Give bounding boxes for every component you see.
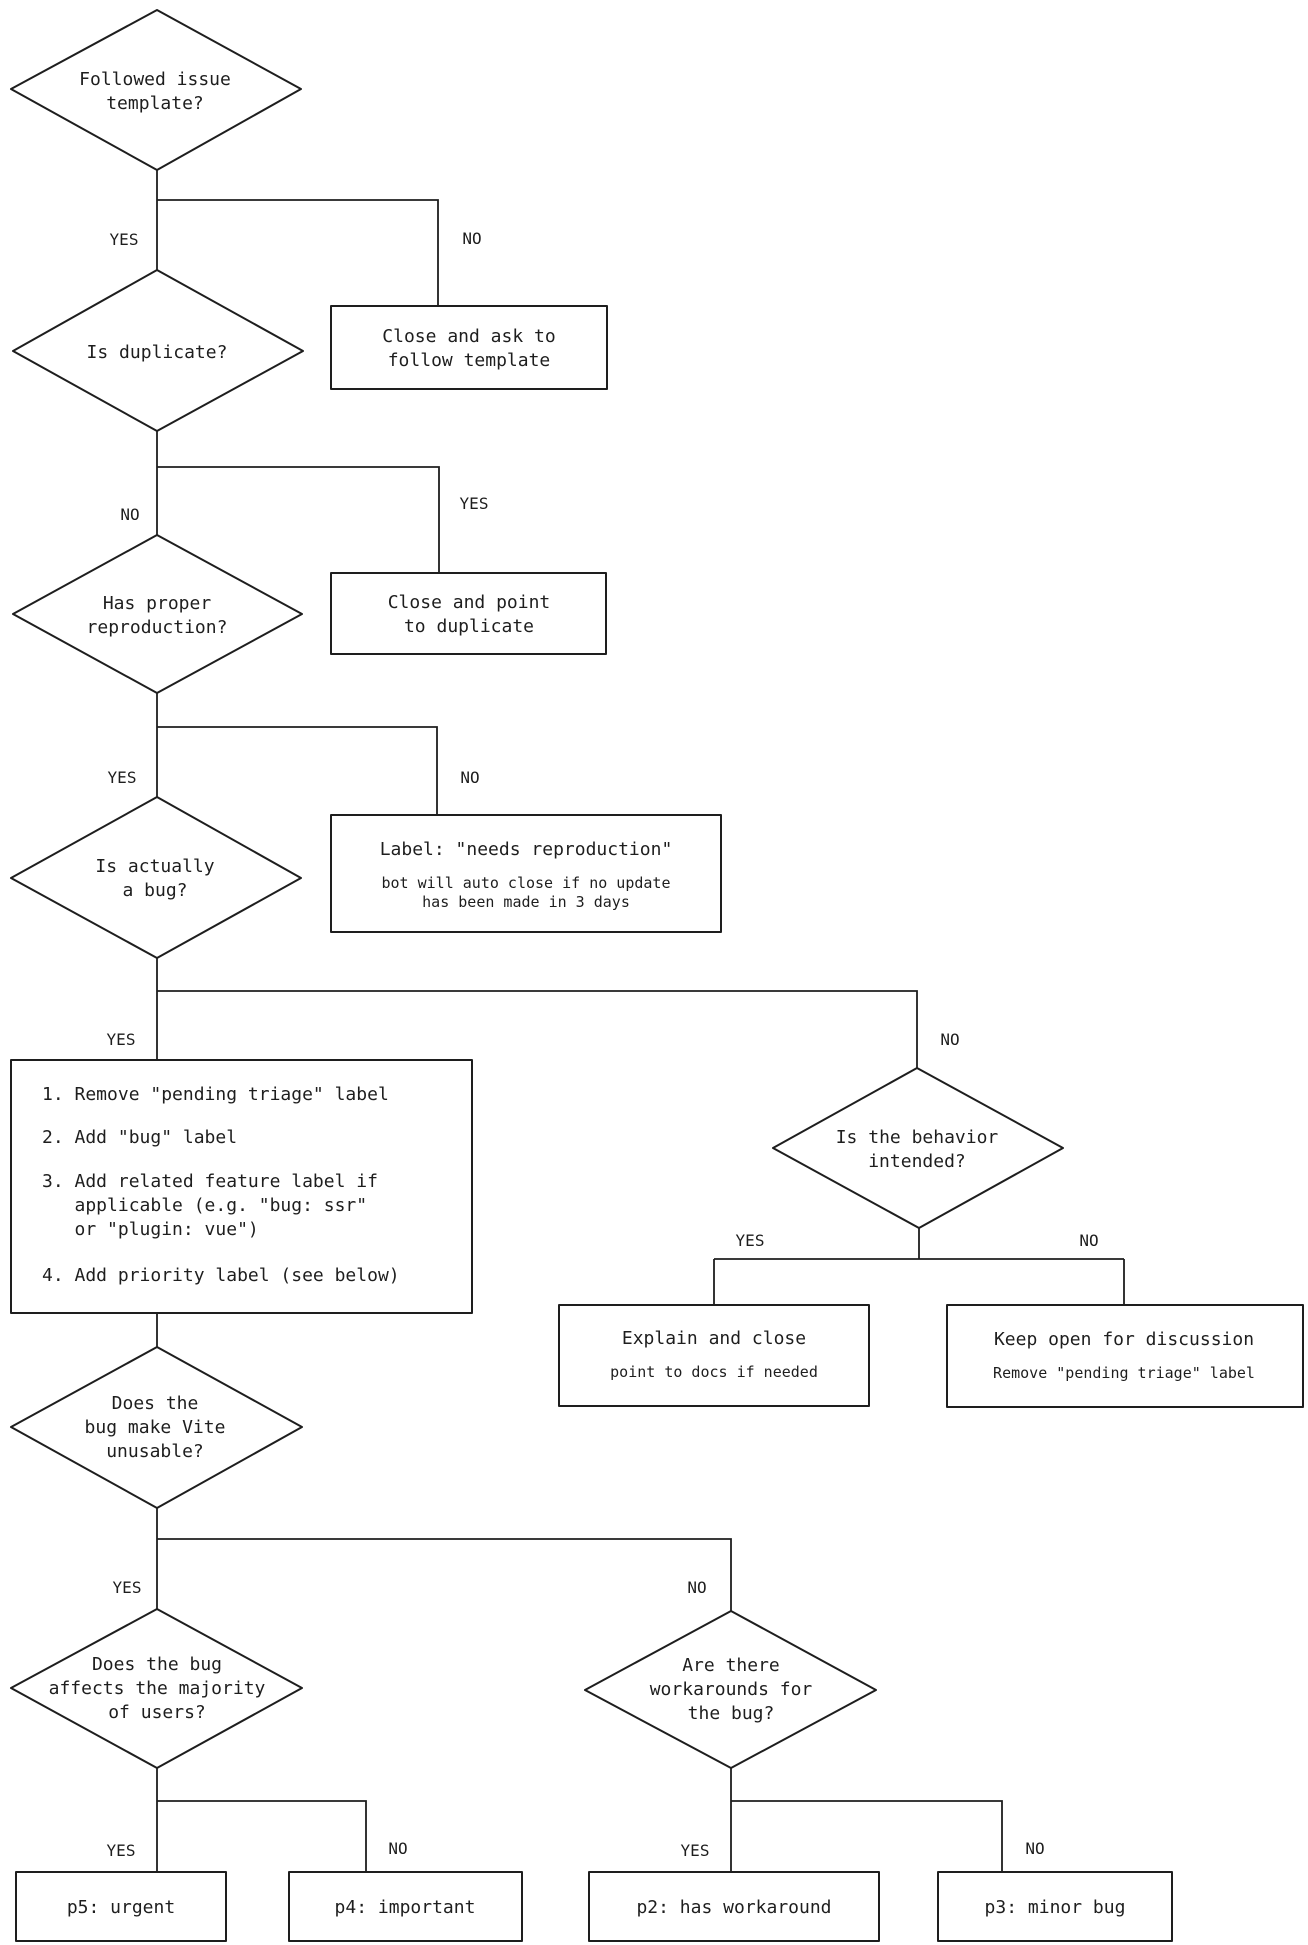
decision-affects-majority: Does the bug affects the majority of use… [10, 1608, 303, 1769]
priority-p4: p4: important [288, 1871, 523, 1942]
decision-vite-unusable: Does the bug make Vite unusable? [10, 1346, 303, 1509]
decision-text-line: Has proper [103, 593, 212, 614]
edge-label-bug-yes: YES [107, 1030, 136, 1049]
action-triage-steps: 1. Remove "pending triage" label 2. Add … [10, 1059, 473, 1314]
step-line: applicable (e.g. "bug: ssr" [42, 1195, 367, 1216]
edge-majority [156, 1768, 367, 1872]
action-text-line: to duplicate [404, 616, 534, 637]
connectors [156, 170, 1125, 1872]
edge-bug [156, 958, 918, 1068]
edge-label-template-yes: YES [110, 230, 139, 249]
decision-text-line: the bug? [688, 1703, 775, 1724]
edge-label-intended-no: NO [1079, 1231, 1098, 1250]
decision-text-line: of users? [108, 1702, 206, 1723]
decision-text-line: intended? [868, 1151, 966, 1172]
action-title: Keep open for discussion [994, 1329, 1254, 1350]
edge-template [156, 170, 439, 306]
edge-reproduction [156, 693, 438, 815]
decision-is-duplicate: Is duplicate? [12, 269, 304, 432]
edge-label-workarounds-yes: YES [681, 1841, 710, 1860]
step-line: or "plugin: vue") [42, 1219, 259, 1240]
action-title: Label: "needs reproduction" [380, 839, 673, 860]
decision-text-line: workarounds for [650, 1679, 813, 1700]
decision-text-line: Does the bug [92, 1654, 222, 1675]
edge-label-unusable-no: NO [687, 1578, 706, 1597]
decision-text-line: affects the majority [49, 1678, 266, 1699]
decision-text-line: Is actually [95, 856, 214, 877]
priority-label: p5: urgent [67, 1897, 175, 1918]
priority-label: p4: important [335, 1897, 476, 1918]
decision-has-reproduction: Has proper reproduction? [12, 534, 303, 694]
edge-label-intended-yes: YES [736, 1231, 765, 1250]
decision-text-line: reproduction? [87, 617, 228, 638]
edge-label-majority-yes: YES [107, 1841, 136, 1860]
edge-label-majority-no: NO [388, 1839, 407, 1858]
edge-label-unusable-yes: YES [113, 1578, 142, 1597]
decision-is-bug: Is actually a bug? [10, 796, 302, 959]
edge-labels: YES NO NO YES YES NO YES NO YES NO YES N… [107, 229, 1099, 1860]
action-note-line: has been made in 3 days [422, 893, 630, 911]
edge-intended [713, 1228, 1125, 1305]
action-explain-close: Explain and close point to docs if neede… [558, 1304, 870, 1407]
action-close-duplicate: Close and point to duplicate [330, 572, 607, 655]
decision-text-line: template? [106, 93, 204, 114]
edge-label-bug-no: NO [940, 1030, 959, 1049]
action-title: Explain and close [622, 1328, 806, 1349]
step-line: 3. Add related feature label if [42, 1171, 378, 1192]
action-note: point to docs if needed [610, 1363, 818, 1381]
action-text-line: Close and ask to [382, 326, 555, 347]
action-note-line: bot will auto close if no update [382, 874, 671, 892]
decision-text-line: a bug? [122, 880, 187, 901]
edge-label-workarounds-no: NO [1025, 1839, 1044, 1858]
decision-text-line: Followed issue [79, 69, 231, 90]
decision-followed-template: Followed issue template? [10, 9, 302, 171]
edge-label-repro-yes: YES [108, 768, 137, 787]
action-note: Remove "pending triage" label [993, 1364, 1255, 1382]
step-line: 1. Remove "pending triage" label [42, 1084, 389, 1105]
decision-text-line: Are there [682, 1655, 780, 1676]
action-needs-reproduction: Label: "needs reproduction" bot will aut… [330, 814, 722, 933]
decision-text-line: Does the [112, 1393, 199, 1414]
priority-p3: p3: minor bug [937, 1871, 1173, 1942]
step-line: 4. Add priority label (see below) [42, 1265, 400, 1286]
priority-p2: p2: has workaround [588, 1871, 880, 1942]
edge-label-template-no: NO [462, 229, 481, 248]
action-text-line: Close and point [388, 592, 551, 613]
decision-workarounds: Are there workarounds for the bug? [584, 1610, 877, 1769]
edge-label-duplicate-no: NO [120, 505, 139, 524]
edge-label-repro-no: NO [460, 768, 479, 787]
decision-text-line: unusable? [106, 1441, 204, 1462]
edge-label-duplicate-yes: YES [460, 494, 489, 513]
decision-text-line: Is duplicate? [87, 342, 228, 363]
priority-p5: p5: urgent [15, 1871, 227, 1942]
edge-workarounds [730, 1768, 1003, 1872]
step-line: 2. Add "bug" label [42, 1127, 237, 1148]
decision-behavior-intended: Is the behavior intended? [772, 1067, 1064, 1229]
edge-unusable [156, 1508, 732, 1611]
action-keep-open: Keep open for discussion Remove "pending… [946, 1304, 1304, 1408]
decision-text-line: Is the behavior [836, 1127, 999, 1148]
decision-text-line: bug make Vite [85, 1417, 226, 1438]
edge-duplicate [156, 431, 440, 573]
action-text-line: follow template [388, 350, 551, 371]
priority-label: p3: minor bug [985, 1897, 1126, 1918]
priority-label: p2: has workaround [636, 1897, 831, 1918]
action-close-ask-template: Close and ask to follow template [330, 305, 608, 390]
